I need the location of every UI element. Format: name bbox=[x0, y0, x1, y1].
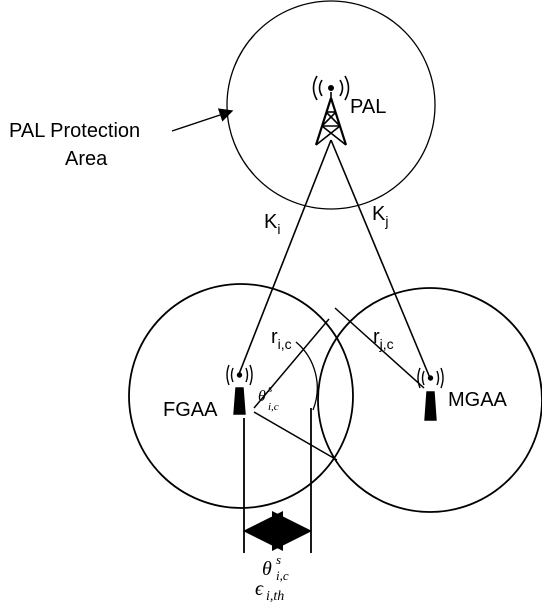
r-jc-sub: j,c bbox=[379, 336, 394, 352]
fgaa-antenna-icon bbox=[226, 364, 253, 415]
theta-arc-label: θ bbox=[258, 388, 266, 405]
pal-area-label-line1: PAL Protection bbox=[9, 120, 140, 142]
mgaa-antenna-icon bbox=[417, 367, 444, 421]
radius-rjc-line bbox=[334, 307, 425, 389]
k-j-label: Kj bbox=[372, 203, 388, 229]
theta-arc-sup: s bbox=[268, 383, 272, 395]
k-i-label: Ki bbox=[264, 211, 280, 237]
r-ic-main: r bbox=[271, 326, 278, 348]
theta-bottom-main: θ bbox=[262, 558, 272, 580]
r-jc-label: rj,c bbox=[373, 326, 394, 352]
r-jc-main: r bbox=[373, 326, 380, 348]
theta-bottom-sub: i,c bbox=[276, 568, 289, 583]
pal-tower-icon bbox=[312, 75, 350, 146]
pal-area-pointer-arrow bbox=[171, 108, 234, 132]
mgaa-label: MGAA bbox=[448, 389, 508, 411]
angle-arc bbox=[295, 341, 318, 411]
theta-arc-main: θ bbox=[258, 388, 266, 405]
theta-arc-sub: i,c bbox=[268, 401, 279, 413]
epsilon-sub: i,th bbox=[266, 589, 284, 603]
radius-ric-diagonal-line bbox=[253, 411, 338, 461]
k-j-sub: j bbox=[384, 213, 388, 229]
mgaa-coverage-circle bbox=[317, 287, 542, 513]
k-j-main: K bbox=[372, 203, 386, 225]
theta-bottom-sup: s bbox=[276, 552, 281, 567]
radius-ric-line bbox=[253, 318, 330, 409]
fgaa-label: FGAA bbox=[163, 399, 218, 421]
pal-label: PAL bbox=[350, 96, 386, 118]
epsilon-main: ϵ bbox=[255, 578, 264, 600]
link-kj-line bbox=[330, 139, 431, 379]
r-ic-label: ri,c bbox=[271, 326, 292, 352]
pal-area-label-line2: Area bbox=[65, 148, 108, 170]
r-ic-sub: i,c bbox=[278, 336, 292, 352]
k-i-main: K bbox=[264, 211, 278, 233]
fgaa-coverage-circle bbox=[128, 283, 354, 509]
link-ki-line bbox=[238, 139, 332, 375]
pal-protection-circle bbox=[226, 0, 436, 210]
k-i-sub: i bbox=[277, 221, 280, 237]
